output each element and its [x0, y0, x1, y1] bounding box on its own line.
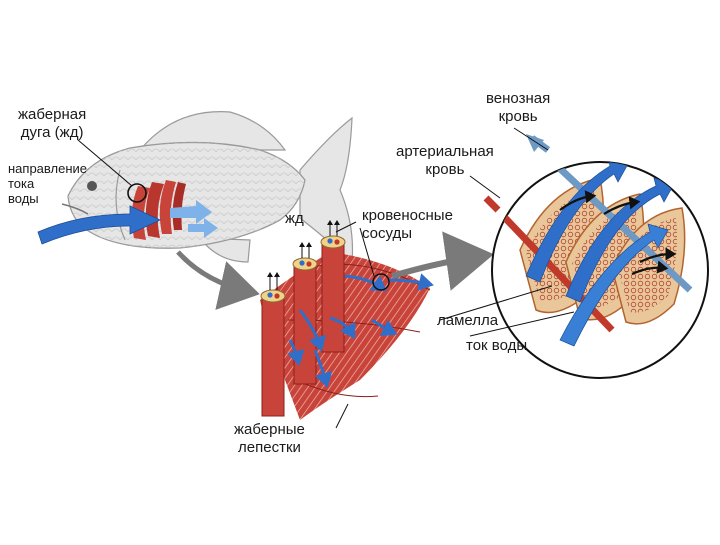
gill-arch-column-1 — [261, 295, 285, 417]
label-arterial-blood: артериальная кровь — [396, 143, 494, 178]
label-gill-arch: жаберная дуга (жд) — [18, 106, 87, 141]
water-flow-arrow-exit-2 — [188, 218, 218, 238]
magnified-lamella-view — [483, 134, 709, 379]
gill-arch-column-2 — [293, 263, 317, 385]
label-water-direction: направление тока воды — [8, 161, 88, 206]
label-gill-filaments: жаберные лепестки — [234, 421, 305, 456]
pointer-arrow-fish-to-arch — [176, 250, 260, 310]
fish-illustration — [37, 111, 354, 264]
arterial-vessel-lead — [483, 195, 501, 213]
gill-arch-vessel-tops — [260, 235, 346, 303]
pointer-arrow-filament-to-lamella — [391, 231, 494, 291]
fish-mouth — [61, 203, 89, 215]
filament-marker-circle — [372, 273, 390, 291]
label-lamella: ламелла — [437, 312, 499, 329]
label-venous-blood: венозная кровь — [486, 90, 551, 125]
fish-gill-marker-circle — [127, 183, 147, 203]
water-flow-arrow-fish — [37, 205, 161, 245]
fish-gill-cover — [115, 169, 126, 241]
filament-water-arrows — [287, 273, 434, 388]
leader-lines — [77, 127, 575, 429]
blood-flow-arrows — [559, 190, 677, 276]
vessel-direction-ticks — [267, 220, 340, 290]
fish-eye — [87, 181, 97, 191]
label-water-flow: ток воды — [466, 337, 528, 354]
fish-dorsal-fin — [138, 111, 287, 151]
label-blood-vessels: кровеносные сосуды — [362, 207, 453, 242]
label-gill-arch-short: жд — [285, 210, 304, 227]
gill-filaments-illustration — [260, 220, 434, 420]
water-flow-arrow-exit-1 — [170, 200, 212, 224]
gill-arch-column-3 — [321, 241, 345, 353]
